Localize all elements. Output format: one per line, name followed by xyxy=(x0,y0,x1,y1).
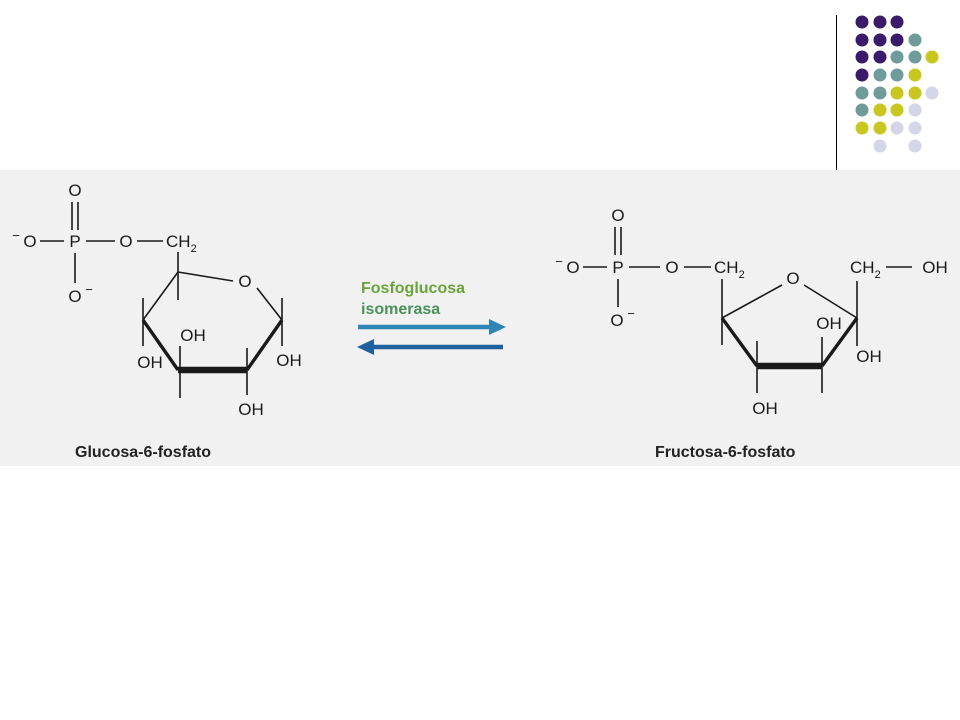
decorative-dot xyxy=(890,15,904,29)
decorative-dot xyxy=(890,103,904,117)
ch2-subscript: 2 xyxy=(191,243,197,255)
ring-bond xyxy=(177,271,234,282)
hydroxyl-label: OH xyxy=(238,400,264,419)
decorative-dot xyxy=(873,139,887,153)
phosphorus-atom: P xyxy=(69,232,80,251)
ring-bond-front xyxy=(820,316,859,368)
ch2-subscript: 2 xyxy=(739,269,745,281)
hydroxyl-label: OH xyxy=(180,326,206,345)
decorative-dot xyxy=(890,33,904,47)
decorative-dot xyxy=(908,68,922,82)
decorative-dot xyxy=(873,103,887,117)
decorative-dot xyxy=(890,50,904,64)
glucose-6-phosphate-structure: O − O P O CH2 O − O OH OH OH OH Glucosa xyxy=(12,181,302,461)
ring-bond-front xyxy=(245,319,284,371)
hydroxyl-label: OH xyxy=(137,353,163,372)
decorative-dot xyxy=(908,86,922,100)
decorative-dot xyxy=(908,103,922,117)
phosphate-anionic-oxygen: O xyxy=(68,287,81,306)
decorative-dot xyxy=(925,50,939,64)
ch2-group: CH2 xyxy=(166,232,197,255)
decorative-dot xyxy=(873,15,887,29)
phosphate-anionic-oxygen: O xyxy=(610,311,623,330)
hydroxyl-label: OH xyxy=(856,347,882,366)
decorative-dot xyxy=(908,121,922,135)
decorative-dot xyxy=(855,103,869,117)
enzyme-name-line2: isomerasa xyxy=(361,301,440,318)
ring-bond-front xyxy=(720,316,759,368)
ester-oxygen: O xyxy=(665,258,678,277)
ring-oxygen: O xyxy=(238,272,251,291)
decorative-dot-grid xyxy=(855,15,939,153)
figure-background xyxy=(0,170,960,466)
ch2-subscript: 2 xyxy=(875,269,881,281)
decorative-dot xyxy=(890,86,904,100)
fructose-6-phosphate-structure: O − O P O CH2 O − CH2 OH O OH OH OH xyxy=(555,206,948,461)
ch2-group: CH2 xyxy=(714,258,745,281)
decorative-dot xyxy=(873,86,887,100)
product-name: Fructosa-6-fosfato xyxy=(655,444,796,461)
ch2-group: CH2 xyxy=(850,258,881,281)
phosphate-double-bond-oxygen: O xyxy=(68,181,81,200)
negative-charge: − xyxy=(627,306,635,321)
decorative-dot xyxy=(873,50,887,64)
phosphate-anionic-oxygen: O xyxy=(23,232,36,251)
decorative-dot xyxy=(925,86,939,100)
ring-bond xyxy=(803,284,858,319)
negative-charge: − xyxy=(12,228,20,243)
substrate-name: Glucosa-6-fosfato xyxy=(75,444,211,461)
negative-charge: − xyxy=(555,254,563,269)
decorative-dot xyxy=(873,33,887,47)
ch2-atoms: CH xyxy=(166,232,191,251)
forward-arrow-head xyxy=(489,319,506,335)
decorative-dot xyxy=(855,15,869,29)
decorative-dot xyxy=(855,121,869,135)
decorative-dot xyxy=(873,68,887,82)
decorative-dot xyxy=(855,86,869,100)
decorative-dot xyxy=(908,33,922,47)
ring-bond xyxy=(142,271,179,321)
phosphate-double-bond-oxygen: O xyxy=(611,206,624,225)
decorative-dot xyxy=(873,121,887,135)
ring-bond xyxy=(256,287,283,321)
hydroxyl-label: OH xyxy=(816,314,842,333)
decorative-dot xyxy=(855,33,869,47)
decorative-dot xyxy=(890,68,904,82)
phosphate-anionic-oxygen: O xyxy=(566,258,579,277)
ring-bond xyxy=(721,284,783,319)
decorative-dot xyxy=(890,121,904,135)
decorative-dot xyxy=(855,50,869,64)
enzyme-name-line1: Fosfoglucosa xyxy=(361,280,465,297)
ester-oxygen: O xyxy=(119,232,132,251)
reaction-arrows: Fosfoglucosa isomerasa xyxy=(357,280,506,355)
decorative-dot xyxy=(855,68,869,82)
ring-oxygen: O xyxy=(786,269,799,288)
hydroxyl-label: OH xyxy=(276,351,302,370)
ring-bond-front xyxy=(141,319,180,371)
hydroxyl-label: OH xyxy=(922,258,948,277)
decorative-dot xyxy=(908,50,922,64)
decorative-dot xyxy=(908,139,922,153)
hydroxyl-label: OH xyxy=(752,399,778,418)
reverse-arrow-head xyxy=(357,339,374,355)
phosphorus-atom: P xyxy=(612,258,623,277)
negative-charge: − xyxy=(85,282,93,297)
ch2-atoms: CH xyxy=(850,258,875,277)
ch2-atoms: CH xyxy=(714,258,739,277)
